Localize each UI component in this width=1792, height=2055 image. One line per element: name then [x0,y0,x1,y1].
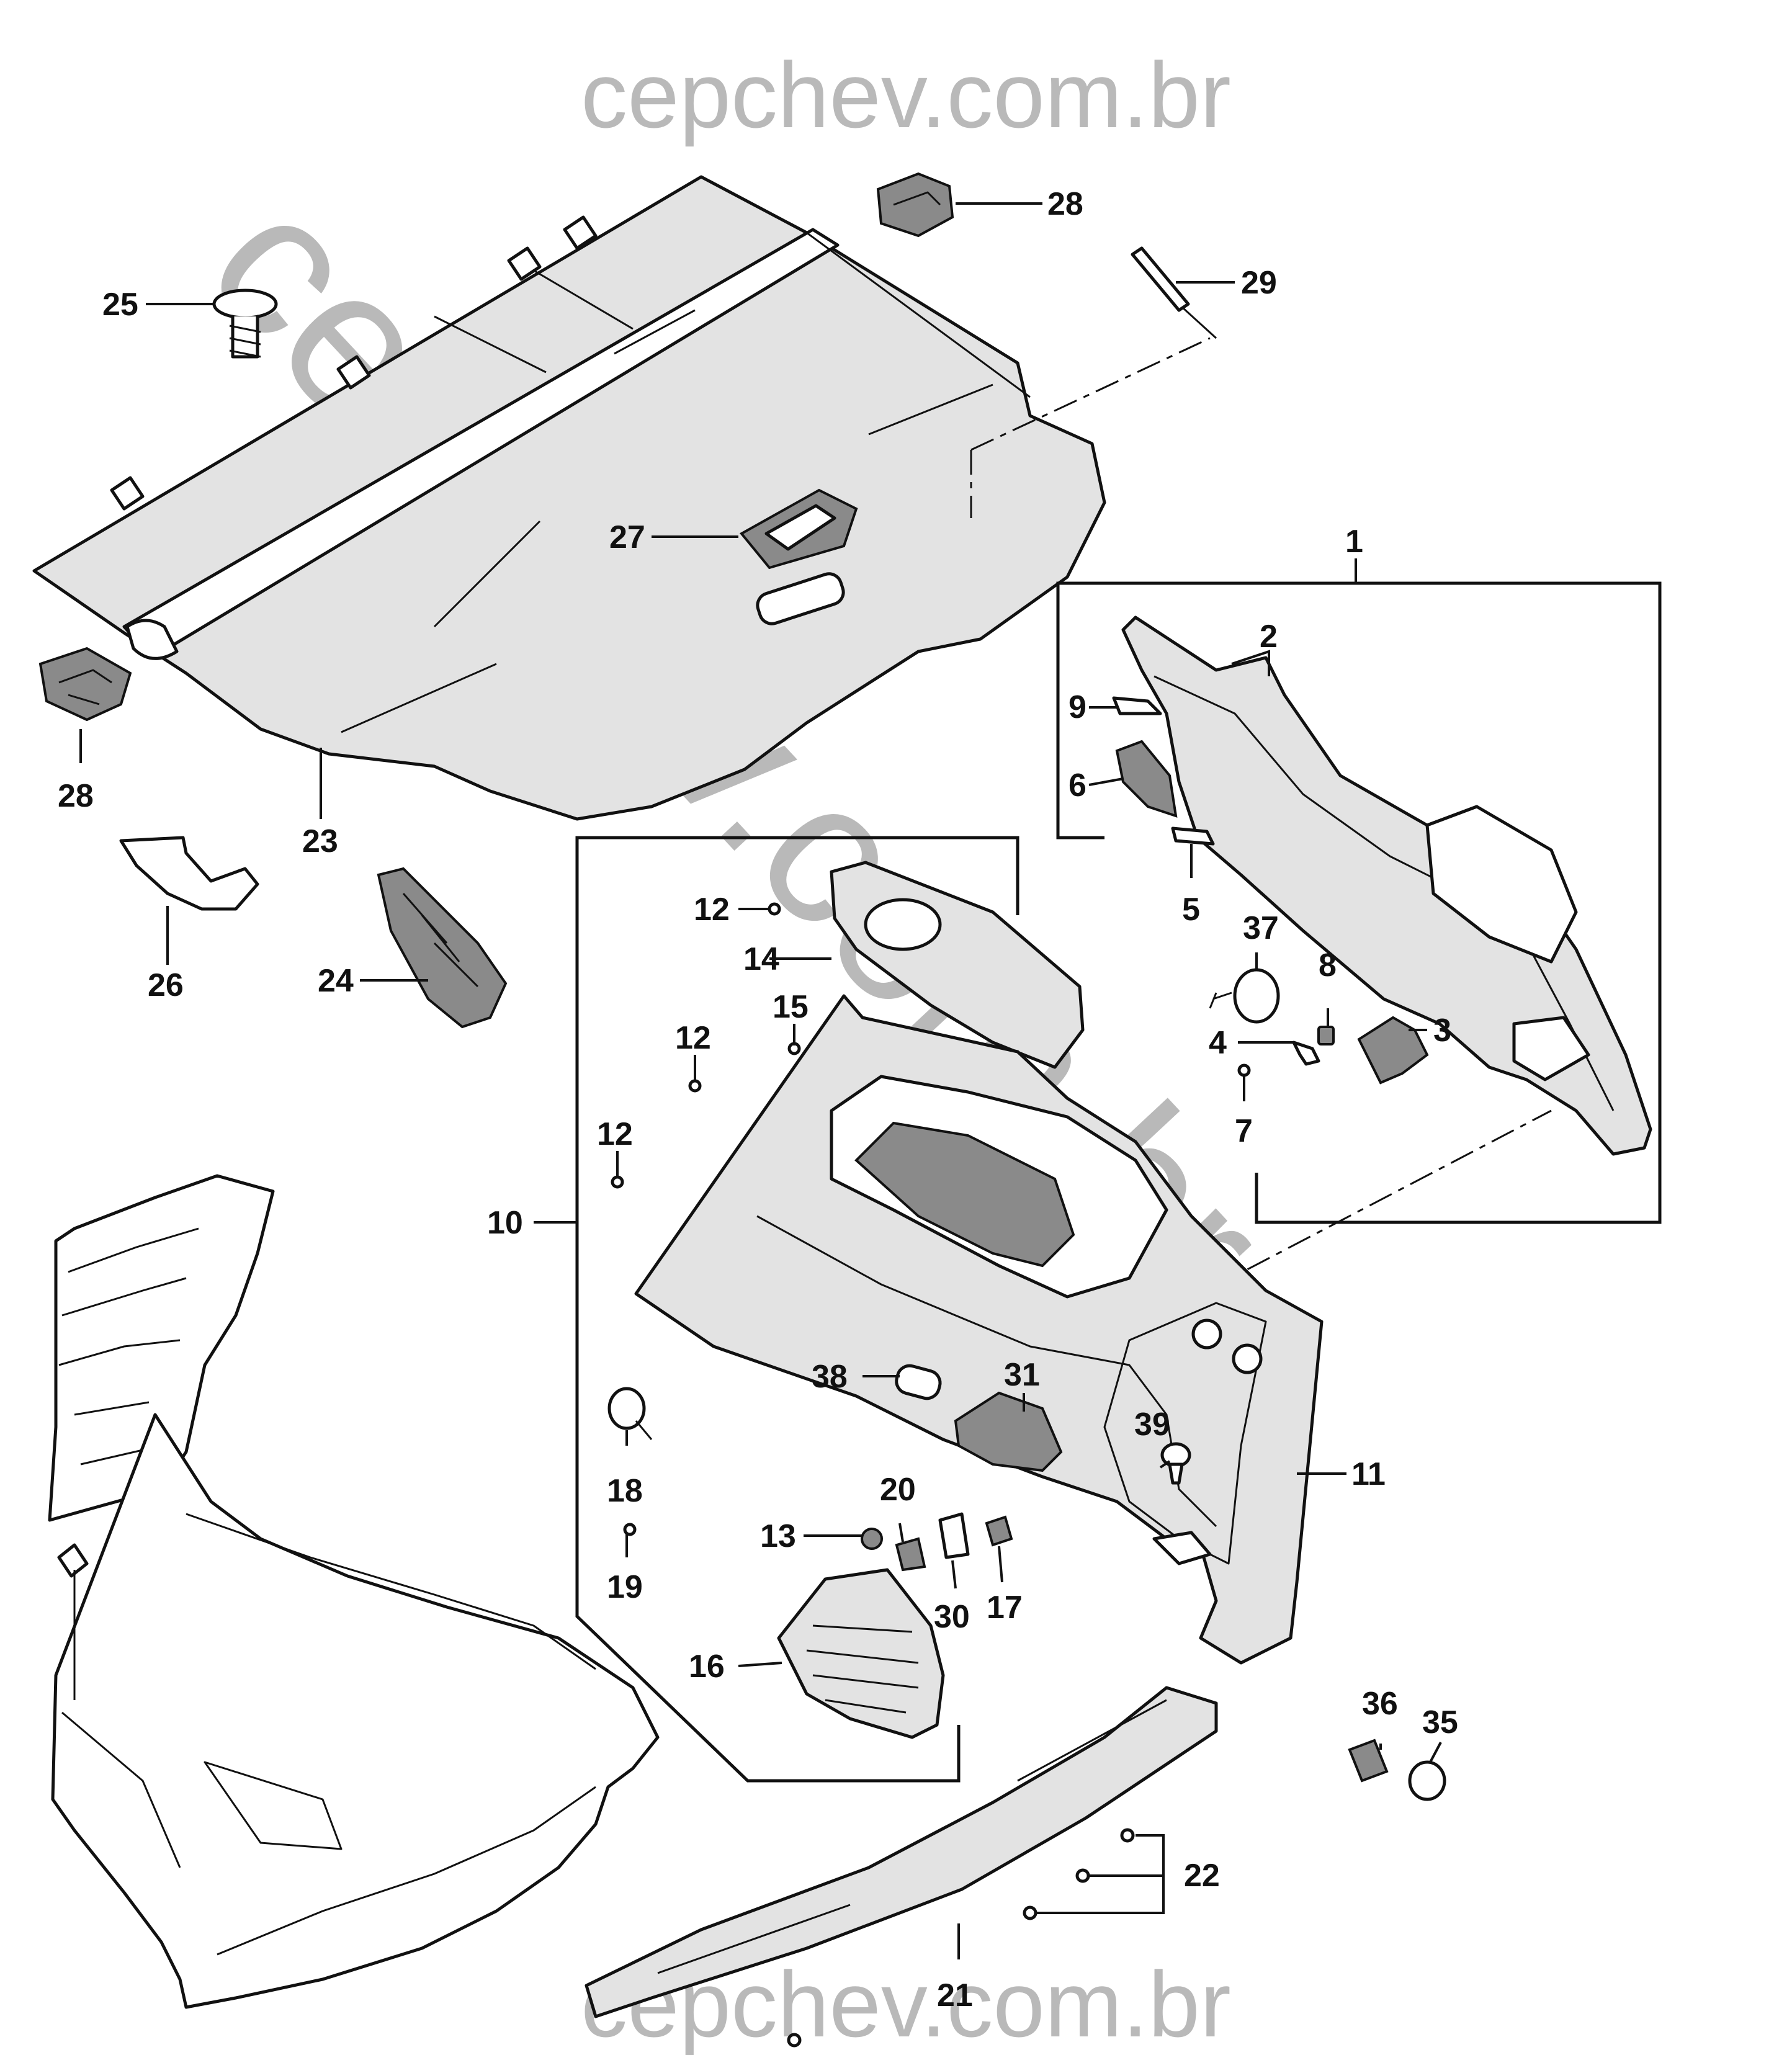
callout-37: 37 [1243,910,1279,946]
switch-housing-24 [377,867,508,1029]
speaker-grille-16 [777,1568,945,1739]
cargo-cover-clip-left [110,215,598,511]
leader-lines [79,202,1442,1959]
callout-4: 4 [1209,1025,1227,1061]
clip-4 [1292,1041,1320,1066]
callout-8: 8 [1319,947,1337,983]
callout-31: 31 [1004,1357,1040,1393]
callout-7: 7 [1235,1113,1253,1149]
trim-panel-2 [1121,616,1652,1156]
callout-30: 30 [934,1599,970,1635]
callout-27: 27 [609,519,645,555]
nut-13 [861,1528,883,1550]
vent-31 [954,1391,1063,1472]
screws-22 [787,1828,1135,2048]
clip-9 [1112,696,1162,715]
callout-12-low: 12 [597,1116,633,1152]
group-1-frame [1056,581,1662,1224]
callout-1: 1 [1345,524,1363,560]
callout-38: 38 [812,1359,848,1395]
callout-21: 21 [937,1977,973,2013]
nut-8 [1317,1026,1335,1045]
callout-28-top: 28 [1047,186,1083,222]
quarter-trim-panel [634,994,1324,1665]
callout-13: 13 [760,1518,796,1554]
callout-9: 9 [1068,689,1086,725]
cargo-cover-ribs [341,266,993,733]
callout-5: 5 [1182,892,1200,928]
cover-18 [607,1387,653,1440]
bolt-25 [212,289,278,359]
callout-19: 19 [607,1569,643,1605]
callout-36: 36 [1362,1686,1398,1722]
callout-14: 14 [743,941,779,977]
cargo-cover-assembly [32,175,1106,821]
cover-stopper-28-top [876,172,954,238]
callout-23: 23 [302,823,338,859]
callout-10: 10 [487,1205,523,1241]
callout-labels: 28 29 25 27 1 2 9 28 6 23 5 12 37 14 8 2… [58,186,1458,2013]
cover-14 [830,861,1085,1069]
callout-16: 16 [689,1649,725,1685]
callout-24: 24 [318,963,354,999]
group-10-frame [575,836,1019,1783]
clip-17 [985,1515,1013,1547]
watermark-top: cepchev.com.br [581,43,1231,147]
callout-3: 3 [1433,1013,1451,1049]
screw-7 [1237,1063,1251,1077]
callout-11: 11 [1351,1456,1386,1492]
callout-6: 6 [1068,768,1086,804]
callout-29: 29 [1241,265,1277,301]
callout-20: 20 [880,1472,916,1508]
clip-30 [938,1512,970,1559]
pin-29 [1131,246,1217,339]
cap-35 [1408,1760,1446,1801]
clip-20 [895,1537,926,1572]
trunk-floor [48,1174,660,2009]
cover-6 [1115,740,1178,818]
callout-15: 15 [773,989,809,1025]
callout-12-mid: 12 [675,1020,711,1056]
hook-3 [1357,1016,1429,1085]
ring-37 [1209,968,1280,1024]
callout-39: 39 [1134,1407,1170,1443]
sill-plate-21 [585,1686,1218,2018]
callout-25: 25 [102,287,138,323]
cargo-cover-latch [756,572,845,625]
callout-18: 18 [607,1473,643,1509]
callout-2: 2 [1260,619,1278,655]
callout-12-top: 12 [694,892,730,928]
callout-22: 22 [1184,1858,1220,1894]
callout-17: 17 [987,1590,1023,1626]
cargo-cover-panel [32,175,1106,821]
callout-26: 26 [148,967,184,1003]
callout-28-left: 28 [58,778,94,814]
callout-35: 35 [1422,1704,1458,1740]
cover-stopper-28-left [38,647,132,722]
reference-line [970,337,1552,1292]
bracket-26 [119,836,259,911]
fastener-36 [1348,1739,1389,1783]
cargo-cover-handle-inner [764,504,836,551]
cargo-cover-edge [433,231,1031,628]
clip-5 [1171,826,1215,846]
cargo-cover-end-cap [125,619,179,660]
